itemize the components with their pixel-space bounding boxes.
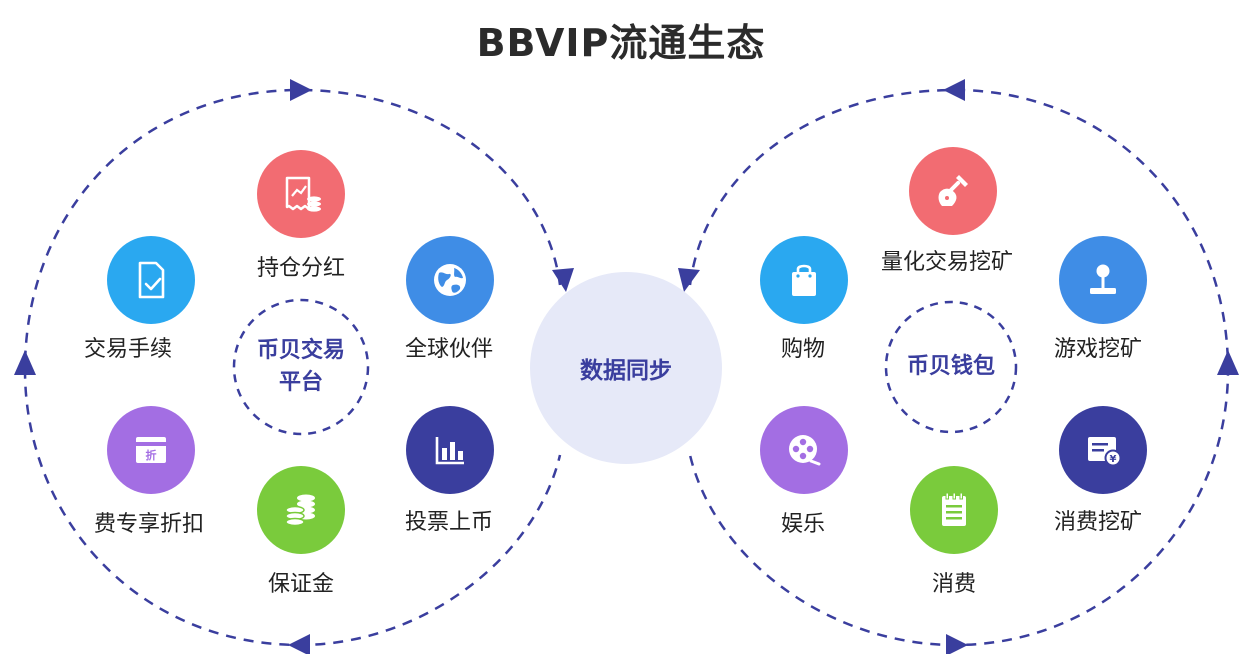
data-sync-label: 数据同步: [580, 358, 672, 384]
node-quant-mining-label: 量化交易挖矿: [881, 250, 1014, 275]
node-dividend-label: 持仓分红: [256, 256, 345, 281]
left-hub-line1: 币贝交易: [256, 338, 345, 363]
left-bottom-arrow: [288, 634, 310, 654]
node-dividend: 持仓分红: [231, 150, 371, 282]
joystick-icon: [1059, 236, 1147, 324]
data-sync-hub: 数据同步: [530, 272, 722, 464]
node-deposit-label: 保证金: [267, 572, 334, 597]
node-entertainment: [760, 406, 848, 494]
right-hub-ring: [884, 300, 1018, 434]
document-check-icon: [107, 236, 195, 324]
node-game-mining-label: 游戏挖矿: [1054, 337, 1143, 362]
left-into-center-arrow: [552, 268, 574, 292]
left-side-arrow: [14, 350, 36, 375]
shopping-bag-icon: [760, 236, 848, 324]
discount-card-icon: 折: [107, 406, 195, 494]
right-into-center-arrow: [678, 268, 700, 292]
node-vote-listing: [406, 406, 494, 494]
node-shopping: [760, 236, 848, 324]
node-global-partner: [406, 236, 494, 324]
node-shopping-label: 购物: [781, 337, 826, 362]
left-hub-line2: 平台: [278, 370, 323, 395]
right-bottom-arrow: [946, 634, 968, 654]
node-game-mining: [1059, 236, 1147, 324]
node-spending-label: 消费: [931, 572, 976, 597]
node-global-partner-label: 全球伙伴: [405, 337, 494, 362]
node-deposit: 保证金: [231, 466, 371, 598]
left-hub-ring: [232, 298, 370, 436]
node-spending-mining: ¥: [1059, 406, 1147, 494]
left-hub-label: 币贝交易 平台: [236, 335, 366, 399]
notepad-icon: [910, 466, 998, 554]
node-vote-listing-label: 投票上币: [405, 510, 494, 535]
payment-card-icon: ¥: [1059, 406, 1147, 494]
page-title: BBVIP流通生态: [476, 21, 766, 65]
report-coins-icon: [257, 150, 345, 238]
right-side-arrow: [1217, 350, 1239, 375]
node-quant-mining: [909, 147, 997, 235]
right-top-arrow: [943, 79, 965, 101]
globe-icon: [406, 236, 494, 324]
bar-chart-icon: [406, 406, 494, 494]
yen-badge: ¥: [1110, 454, 1117, 465]
node-spending: 消费: [884, 466, 1024, 598]
node-trading-fee: [107, 236, 195, 324]
coin-stack-icon: [257, 466, 345, 554]
node-fee-discount-label: 费专享折扣: [94, 512, 205, 537]
node-fee-discount: 折: [107, 406, 195, 494]
left-top-arrow: [290, 79, 312, 101]
right-hub-label: 币贝钱包: [906, 354, 995, 379]
discount-badge: 折: [146, 448, 157, 462]
node-entertainment-label: 娱乐: [781, 512, 826, 537]
node-trading-fee-label: 交易手续: [84, 337, 173, 362]
node-spending-mining-label: 消费挖矿: [1054, 510, 1143, 535]
shovel-icon: [909, 147, 997, 235]
film-reel-icon: [760, 406, 848, 494]
